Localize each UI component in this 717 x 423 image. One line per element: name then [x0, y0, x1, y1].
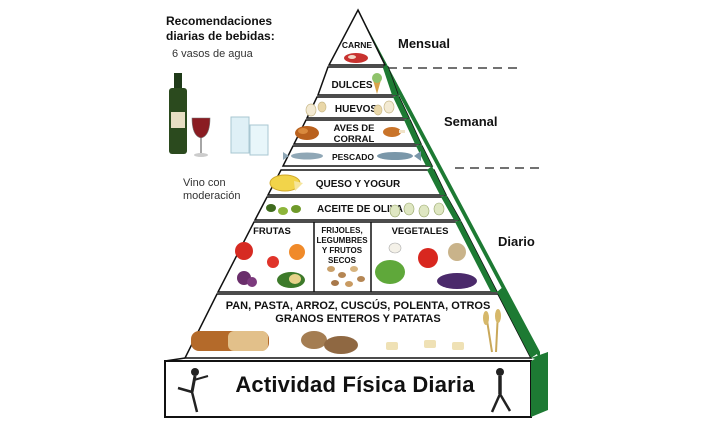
fish-icon [283, 152, 323, 160]
nuts-icon [327, 266, 365, 287]
base-activity-box [164, 360, 532, 418]
runner-figure-icon [177, 368, 209, 413]
meat-icon [344, 53, 368, 63]
frequency-daily: Diario [498, 234, 535, 249]
label-cheese: QUESO Y YOGUR [316, 179, 401, 190]
cheese-icon [269, 174, 303, 192]
label-legumes-3: Y FRUTOS [322, 246, 363, 255]
vegetables-icon [375, 242, 477, 289]
potatoes-icon [301, 331, 358, 354]
fruits-icon [235, 242, 305, 288]
water-glasses-icon [230, 116, 269, 156]
base-side-shade [531, 352, 548, 417]
daily-activity-label: Actividad Física Diaria [235, 372, 475, 397]
label-sweets: DULCES [331, 80, 372, 91]
eggs-icon [305, 100, 395, 117]
fish-icon [377, 151, 421, 161]
drinks-title: Recomendaciones diarias de bebidas: [166, 14, 275, 43]
label-fish: PESCADO [332, 152, 374, 162]
label-eggs: HUEVOS [335, 104, 378, 115]
label-meat: CARNE [342, 40, 373, 50]
label-poultry-1: AVES DE [333, 123, 374, 134]
water-recommendation: 6 vasos de agua [172, 48, 253, 60]
pyramid-side-shade [358, 10, 540, 360]
label-poultry-2: CORRAL [334, 134, 375, 145]
walker-figure-icon [490, 368, 512, 413]
frequency-monthly: Mensual [398, 36, 451, 51]
tier-meat [327, 8, 387, 66]
label-vegetables: VEGETALES [392, 226, 449, 237]
label-legumes-4: SECOS [328, 256, 357, 265]
pasta-icon [386, 340, 464, 350]
olives-icon [266, 204, 301, 215]
wine-recommendation: Vino con moderación [183, 177, 241, 202]
wheat-icon [483, 309, 501, 353]
label-grains-2: GRANOS ENTEROS Y PATATAS [275, 313, 440, 325]
wine-glass-icon [191, 117, 211, 157]
label-legumes-1: FRIJOLES, [321, 226, 362, 235]
label-legumes-2: LEGUMBRES [316, 236, 368, 245]
label-grains-1: PAN, PASTA, ARROZ, CUSCÚS, POLENTA, OTRO… [226, 299, 491, 312]
ice-cream-icon [372, 73, 382, 94]
chicken-leg-icon [383, 127, 405, 137]
bread-icon [191, 331, 269, 351]
wine-bottle-icon [169, 73, 187, 154]
label-fruits: FRUTAS [253, 226, 291, 237]
frequency-weekly: Semanal [444, 114, 498, 129]
olive-oil-drops-icon [389, 202, 445, 218]
label-olive-oil: ACEITE DE OLIVA [317, 204, 403, 215]
roast-chicken-icon [295, 126, 319, 140]
